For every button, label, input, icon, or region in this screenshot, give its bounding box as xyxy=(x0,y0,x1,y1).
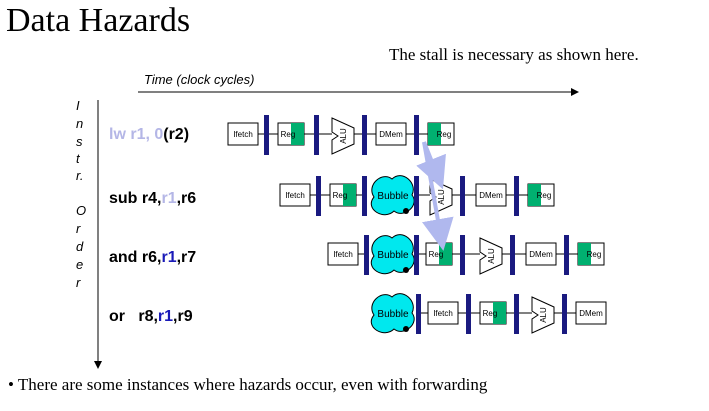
order-letter: O xyxy=(76,203,87,218)
ifetch-label: Ifetch xyxy=(333,250,353,259)
reg-read-half xyxy=(528,184,541,206)
instr-part: ,r9 xyxy=(173,308,193,325)
ifetch-label: Ifetch xyxy=(233,130,253,139)
instr-part: or r8, xyxy=(109,308,158,325)
bubble-dot xyxy=(403,326,409,332)
pipeline-register-bar xyxy=(362,176,367,216)
ifetch-label: Ifetch xyxy=(433,309,453,318)
reg-label: Reg xyxy=(587,250,602,259)
pipeline-register-bar xyxy=(416,294,421,334)
instr-part: sub r4, xyxy=(109,190,162,207)
reg-write-half xyxy=(493,302,506,324)
instr-part: (r2) xyxy=(163,126,190,143)
dmem-stage xyxy=(575,301,607,325)
bubble-stall xyxy=(371,293,415,334)
order-letter: t xyxy=(76,151,80,166)
order-letter: n xyxy=(76,116,84,131)
instruction-sub: sub r4,r1,r6 xyxy=(109,190,196,208)
reg-label: Reg xyxy=(483,309,498,318)
instr-part: and r6, xyxy=(109,249,162,266)
reg-label: Reg xyxy=(333,191,348,200)
instruction-lw: lw r1, 0(r2) xyxy=(109,126,189,144)
bubble-label: Bubble xyxy=(377,191,409,202)
alu-stage xyxy=(479,237,503,275)
instr-part: r1 xyxy=(161,249,177,266)
reg-label: Reg xyxy=(537,191,552,200)
instr-part: ,r7 xyxy=(176,249,197,266)
slide-title: Data Hazards xyxy=(6,2,191,39)
reg-write-half xyxy=(343,184,356,206)
order-letter: r xyxy=(76,275,81,290)
pipeline-register-bar xyxy=(414,115,419,155)
instruction-or: or r8,r1,r9 xyxy=(109,308,193,326)
instr-part: lw r1, 0 xyxy=(109,126,164,143)
alu-label: ALU xyxy=(339,128,348,144)
bubble-dot xyxy=(403,267,409,273)
pipeline-register-bar xyxy=(562,294,567,334)
bubble-label: Bubble xyxy=(377,250,409,261)
order-letter: e xyxy=(76,257,84,272)
dmem-label: DMem xyxy=(479,191,503,200)
pipeline-register-bar xyxy=(510,235,515,275)
pipeline-register-bar xyxy=(514,294,519,334)
reg-label: Reg xyxy=(429,250,444,259)
bubble-stall xyxy=(371,234,415,275)
reg-read-half xyxy=(428,123,441,145)
reg-write-half xyxy=(291,123,304,145)
dmem-label: DMem xyxy=(529,250,553,259)
alu-stage xyxy=(331,117,355,155)
pipeline-register-bar xyxy=(314,115,319,155)
alu-label: ALU xyxy=(437,189,446,205)
pipeline-register-bar xyxy=(460,176,465,216)
dmem-label: DMem xyxy=(379,130,403,139)
order-letter: I xyxy=(76,98,80,113)
order-letter: r. xyxy=(76,168,84,183)
order-letter: s xyxy=(76,134,83,149)
order-letter: d xyxy=(76,239,84,254)
pipeline-register-bar xyxy=(264,115,269,155)
bullet-item: • There are some instances where hazards… xyxy=(8,375,487,395)
bubble-label: Bubble xyxy=(377,309,409,320)
alu-label: ALU xyxy=(539,307,548,323)
pipeline-register-bar xyxy=(466,294,471,334)
pipeline-register-bar xyxy=(414,235,419,275)
pipeline-register-bar xyxy=(514,176,519,216)
pipeline-register-bar xyxy=(364,235,369,275)
pipeline-register-bar xyxy=(414,176,419,216)
stall-note: The stall is necessary as shown here. xyxy=(389,45,639,64)
bubble-dot xyxy=(403,208,409,214)
bubble-stall xyxy=(371,175,415,216)
order-letter: r xyxy=(76,221,81,236)
dmem-label: DMem xyxy=(579,309,603,318)
pipeline-register-bar xyxy=(362,115,367,155)
alu-stage xyxy=(531,296,555,334)
bullet-dot: • xyxy=(8,375,18,394)
reg-label: Reg xyxy=(437,130,452,139)
pipeline-register-bar xyxy=(316,176,321,216)
alu-label: ALU xyxy=(487,248,496,264)
time-axis-label: Time (clock cycles) xyxy=(144,72,255,87)
reg-label: Reg xyxy=(281,130,296,139)
bullet-text: There are some instances where hazards o… xyxy=(17,375,488,394)
ifetch-label: Ifetch xyxy=(285,191,305,200)
forward-arrow xyxy=(422,141,454,251)
instr-part: r1 xyxy=(161,190,177,207)
reg-read-half xyxy=(578,243,591,265)
instruction-and: and r6,r1,r7 xyxy=(109,249,196,267)
pipeline-register-bar xyxy=(460,235,465,275)
pipeline-register-bar xyxy=(564,235,569,275)
instr-part: r1 xyxy=(157,308,174,325)
instr-part: ,r6 xyxy=(176,190,197,207)
